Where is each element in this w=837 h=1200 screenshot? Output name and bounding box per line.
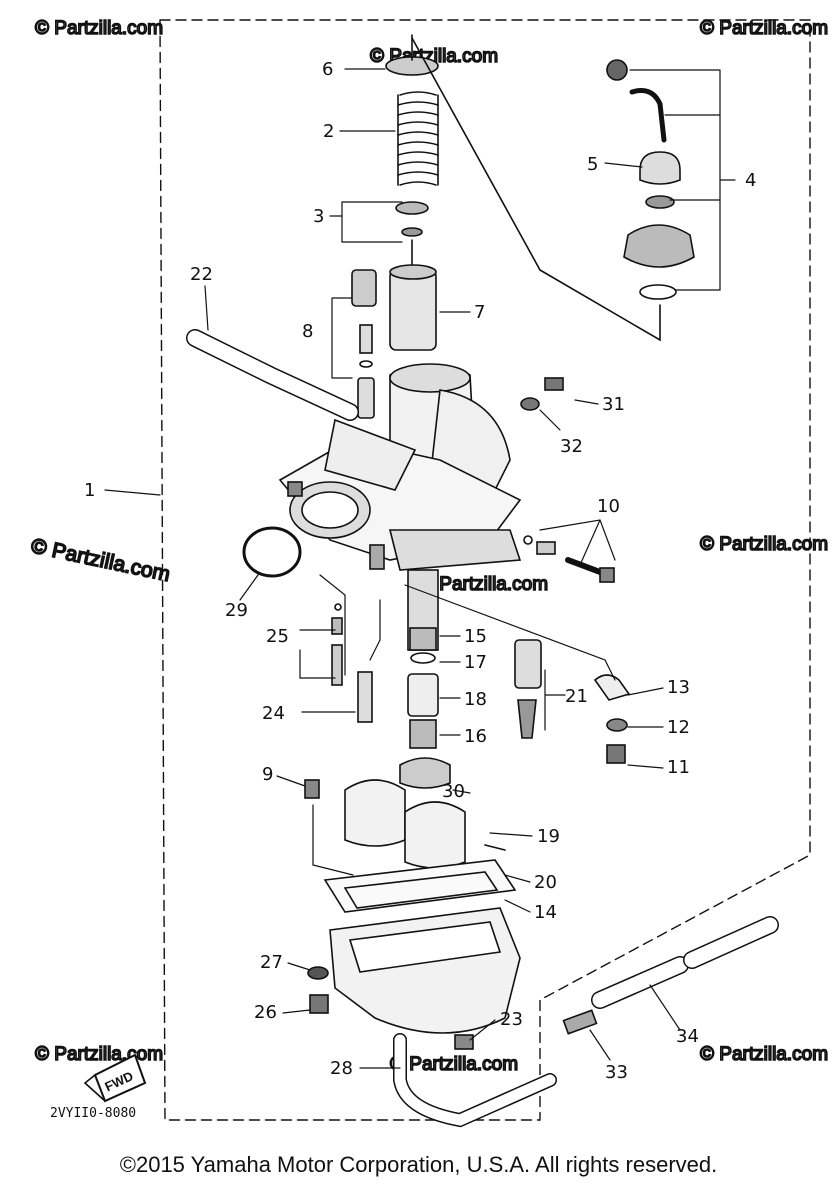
part-label: 10 [597,496,620,517]
o-ring [242,526,302,578]
part-label: 7 [474,302,485,323]
part-label: 32 [560,436,583,457]
forward-arrow-icon [83,1053,147,1103]
part-label: 2 [323,121,334,142]
part-label: 13 [667,677,690,698]
throttle-spring [397,91,439,186]
part-label: 4 [745,170,756,191]
pilot-screw-set [351,269,377,419]
part-label: 29 [225,600,248,621]
svg-text:© Partzilla.com: © Partzilla.com [35,18,163,39]
throttle-valve [389,269,437,351]
svg-text:© Partzilla.com: © Partzilla.com [390,1054,518,1075]
svg-text:© Partzilla.com: © Partzilla.com [700,1044,828,1065]
svg-text:© Partzilla.com: © Partzilla.com [29,534,172,586]
part-label: 25 [266,626,289,647]
part-label: 15 [464,626,487,647]
svg-text:© Partzilla.com: © Partzilla.com [700,18,828,39]
part-label: 30 [442,781,465,802]
part-label: 1 [84,480,95,501]
jet-stack [399,569,451,789]
assembly-boundary [159,19,811,1121]
part-label: 18 [464,689,487,710]
part-label: 14 [534,902,557,923]
part-label: 23 [500,1009,523,1030]
part-label: 33 [605,1062,628,1083]
part-label: 19 [537,826,560,847]
part-label: 26 [254,1002,277,1023]
cable-adjuster-kit [606,59,695,300]
part-label: 5 [587,154,598,175]
part-label: 27 [260,952,283,973]
part-label: 28 [330,1058,353,1079]
part-label: 11 [667,757,690,778]
part-label: 31 [602,394,625,415]
air-screw-set [523,535,615,583]
float-assembly [344,779,506,869]
part-label: 20 [534,872,557,893]
part-label: 21 [565,686,588,707]
starter-plunger-set [331,603,343,686]
copyright-notice: ©2015 Yamaha Motor Corporation, U.S.A. A… [119,1152,718,1177]
svg-text:© Partzilla.com: © Partzilla.com [420,574,548,595]
part-label: 9 [262,764,273,785]
part-label: 22 [190,264,213,285]
part-label: 16 [464,726,487,747]
part-label: 8 [302,321,313,342]
part-label: 6 [322,59,333,80]
part-label: 34 [676,1026,699,1047]
diagram-code: 2VYII0-8080 [50,1106,136,1121]
carburetor-body [278,363,522,571]
svg-text:© Partzilla.com: © Partzilla.com [35,1044,163,1065]
svg-text:© Partzilla.com: © Partzilla.com [700,534,828,555]
part-label: 24 [262,703,285,724]
part-label: 17 [464,652,487,673]
part-number-labels: 6 2 3 4 5 7 8 22 1 29 31 32 10 25 24 15 … [84,59,756,1083]
part-label: 12 [667,717,690,738]
float-bowl [329,907,521,1034]
carburetor-exploded-diagram: © Partzilla.com © Partzilla.com © Partzi… [28,17,829,1128]
part-label: 3 [313,206,324,227]
